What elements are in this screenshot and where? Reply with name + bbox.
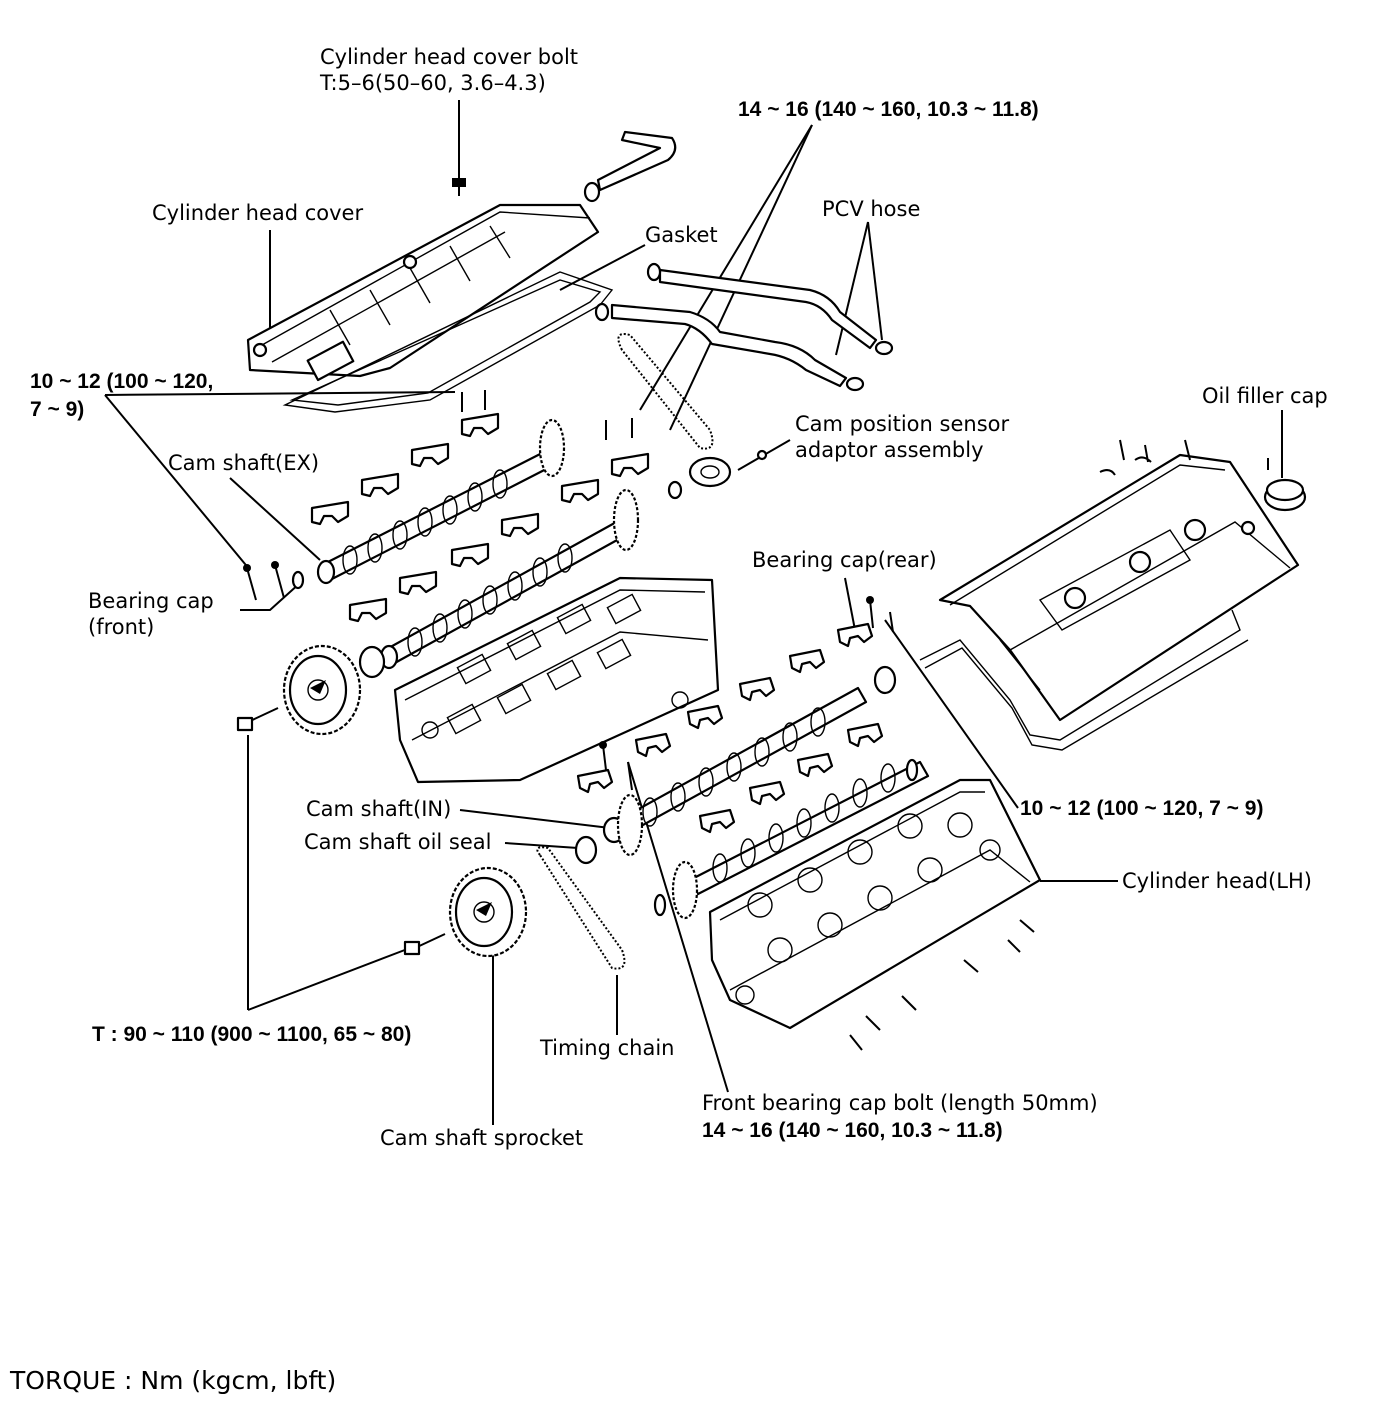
label-torque-units: TORQUE : Nm (kgcm, lbft) [10, 1366, 337, 1395]
front-cap-bolts-rh [243, 561, 305, 601]
lower-timing-chain [536, 846, 626, 970]
label-bearing-cap-front-2: (front) [88, 615, 155, 639]
head-cover-gasket-lh [919, 609, 1249, 751]
upper-timing-chain [617, 333, 714, 450]
cylinder-head-lh [708, 778, 1042, 1030]
camshaft-ex-upper [316, 418, 566, 585]
label-head-cover: Cylinder head cover [152, 201, 364, 225]
cam-key [653, 893, 667, 917]
label-bearing-cap-rear: Bearing cap(rear) [752, 548, 937, 572]
label-cam-shaft-in: Cam shaft(IN) [306, 797, 452, 821]
label-cylinder-head-lh: Cylinder head(LH) [1122, 869, 1312, 893]
label-cam-shaft-ex: Cam shaft(EX) [168, 451, 320, 475]
label-front-bolt-2: 14 ~ 16 (140 ~ 160, 10.3 ~ 11.8) [702, 1119, 1003, 1142]
pcv-hose-upper [646, 262, 894, 356]
cover-bolts-lh [1099, 439, 1191, 476]
sprocket-bolt-rh [236, 707, 279, 732]
camshaft-in-upper [379, 488, 640, 670]
label-gasket: Gasket [645, 223, 718, 247]
label-torque-right: 10 ~ 12 (100 ~ 120, 7 ~ 9) [1020, 797, 1264, 820]
head-bolts-lh [849, 919, 1035, 1051]
cam-rear-seal-lh [873, 665, 897, 695]
oil-filler-cap [1263, 458, 1307, 512]
cam-oil-seal-rh [358, 645, 386, 679]
label-sprocket: Cam shaft sprocket [380, 1126, 584, 1150]
bearing-caps-lower [576, 596, 894, 834]
breather-hose [583, 130, 677, 203]
label-torque-left-2: 7 ~ 9) [30, 398, 85, 421]
label-oil-filler-cap: Oil filler cap [1202, 384, 1328, 408]
cylinder-head-cover-rh [246, 203, 600, 382]
camshaft-in-lower [602, 686, 868, 857]
cam-oil-seal-lh [574, 835, 598, 865]
label-pcv-hose: PCV hose [822, 197, 921, 221]
cam-sprocket-lh [448, 866, 528, 958]
bearing-caps-upper [310, 390, 650, 623]
label-head-cover-bolt-torque: T:5–6(50–60, 3.6–4.3) [320, 71, 546, 95]
cam-key-rear [905, 758, 919, 782]
label-cam-shaft-oil-seal: Cam shaft oil seal [304, 830, 492, 854]
label-head-cover-bolt: Cylinder head cover bolt [320, 45, 579, 69]
cam-sensor-adaptor [667, 449, 768, 500]
label-torque-left-1: 10 ~ 12 (100 ~ 120, [30, 370, 214, 393]
cam-sprocket-rh [282, 644, 362, 736]
label-torque-top: 14 ~ 16 (140 ~ 160, 10.3 ~ 11.8) [738, 98, 1039, 121]
label-cam-sensor-1: Cam position sensor [795, 412, 1010, 436]
head-cover-bolt-icon [452, 178, 466, 196]
sprocket-bolt-lh [403, 933, 446, 956]
label-cam-sensor-2: adaptor assembly [795, 438, 984, 462]
cylinder-head-rh [393, 576, 720, 784]
pcv-hose-lower [594, 302, 865, 392]
label-bearing-cap-front-1: Bearing cap [88, 589, 214, 613]
label-timing-chain: Timing chain [540, 1036, 675, 1060]
label-torque-sprocket: T : 90 ~ 110 (900 ~ 1100, 65 ~ 80) [92, 1023, 412, 1046]
label-front-bolt-1: Front bearing cap bolt (length 50mm) [702, 1091, 1098, 1115]
camshaft-ex-lower [671, 760, 930, 920]
